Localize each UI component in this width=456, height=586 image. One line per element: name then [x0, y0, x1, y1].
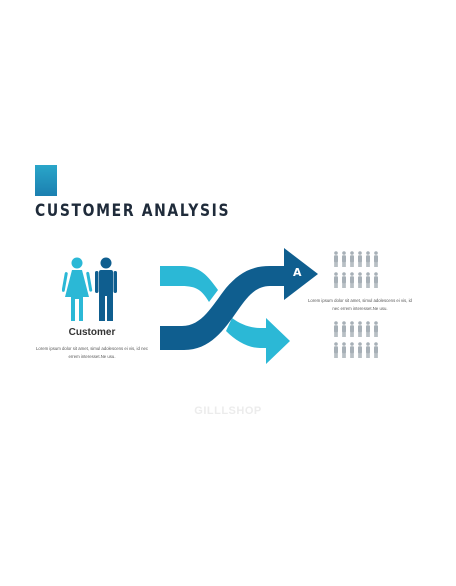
customer-label: Customer: [68, 327, 116, 338]
male-figure-icon: [95, 257, 117, 321]
flow-description: Lorem ipsum dolor sit amet, simul adoles…: [308, 298, 412, 311]
customer-description: Lorem ipsum dolor sit amet, simul adoles…: [36, 346, 149, 359]
watermark: GILLLSHOP: [194, 405, 262, 417]
arrow-a: [160, 248, 318, 350]
male-female-people-icon: [62, 257, 117, 321]
arrow-b: [160, 266, 290, 364]
crossing-arrows-diagram: A B: [160, 248, 318, 364]
arrow-a-label: A: [293, 266, 302, 279]
crowd-b-icon: [334, 321, 378, 358]
crowd-a-icon: [334, 251, 378, 288]
arrow-b-label: B: [289, 334, 297, 347]
page-title: CUSTOMER ANALYSIS: [35, 201, 231, 221]
female-figure-icon: [62, 257, 93, 321]
accent-block: [35, 165, 57, 196]
